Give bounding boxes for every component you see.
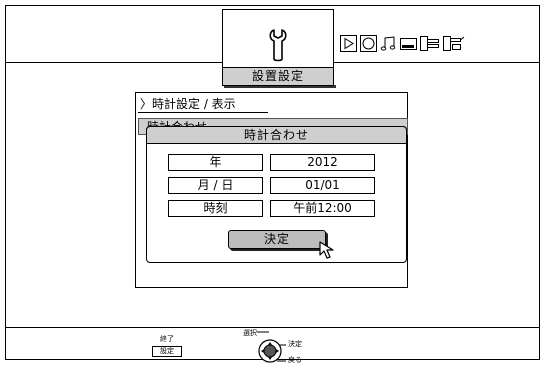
play-icon[interactable] bbox=[340, 34, 357, 52]
settings-tab[interactable] bbox=[222, 9, 334, 69]
setup-button-hint: 設定 bbox=[152, 346, 182, 357]
dialog-title: 時計合わせ bbox=[146, 126, 407, 144]
network-icon[interactable] bbox=[443, 35, 465, 52]
music-note-icon[interactable] bbox=[380, 35, 397, 52]
header-divider-left bbox=[6, 62, 222, 63]
enter-label: 決定 bbox=[288, 340, 302, 348]
breadcrumb: 〉時計設定 / 表示 bbox=[140, 97, 236, 111]
media-icon-bar bbox=[340, 34, 465, 52]
back-label: 戻る bbox=[288, 356, 302, 364]
footer-divider bbox=[6, 327, 540, 328]
year-label: 年 bbox=[168, 154, 263, 171]
ok-button[interactable]: 決定 bbox=[228, 230, 326, 249]
dpad-icon bbox=[257, 331, 286, 363]
month-day-field[interactable]: 01/01 bbox=[270, 177, 375, 194]
tab-shadow bbox=[224, 85, 336, 88]
select-label: 選択 bbox=[243, 329, 257, 337]
exit-label: 終了 bbox=[160, 335, 174, 343]
disc-icon[interactable] bbox=[360, 34, 377, 52]
cursor-arrow-icon bbox=[319, 241, 334, 259]
month-day-label: 月 / 日 bbox=[168, 177, 263, 194]
year-field[interactable]: 2012 bbox=[270, 154, 375, 171]
time-label: 時刻 bbox=[168, 200, 263, 217]
breadcrumb-underline bbox=[138, 112, 268, 113]
wrench-icon bbox=[269, 29, 287, 62]
card-icon[interactable] bbox=[400, 35, 417, 52]
usb-icon[interactable] bbox=[420, 35, 440, 52]
settings-tab-label: 設置設定 bbox=[222, 67, 334, 86]
header-divider-right bbox=[334, 62, 540, 63]
time-field[interactable]: 午前12:00 bbox=[270, 200, 375, 217]
